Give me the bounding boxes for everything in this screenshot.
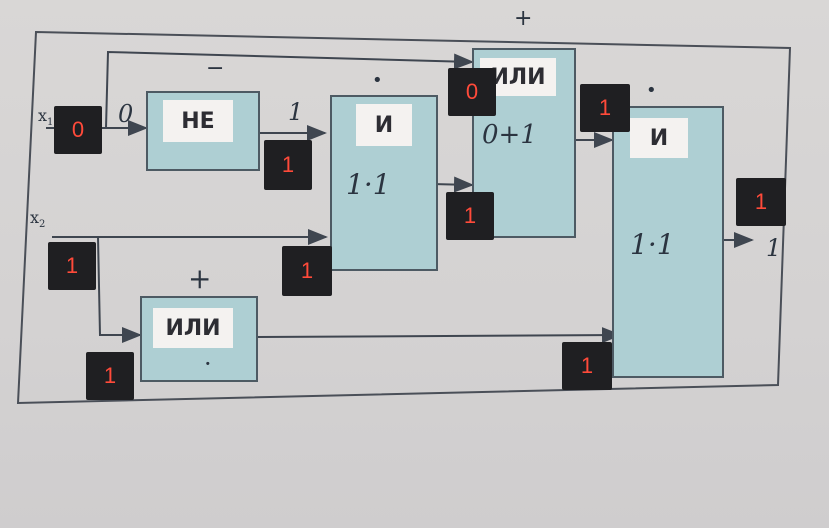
badge-x1: 0	[54, 106, 102, 154]
hand-x1-value: 0	[118, 100, 134, 128]
badge-or-low-in: 1	[86, 352, 134, 400]
wire-x1-branch	[105, 50, 474, 129]
not-operator-mark: −	[206, 56, 225, 81]
and-gate-mid-label: И	[356, 104, 412, 146]
badge-and-final-in0: 1	[580, 84, 630, 132]
badge-and-mid-in: 1	[282, 246, 332, 296]
hand-or-low-mark: +	[188, 262, 212, 295]
badge-or-top-in1: 1	[446, 192, 494, 240]
or-top-operator-mark: +	[514, 6, 533, 31]
hand-or-low-dot: ·	[204, 350, 212, 378]
hand-or-top-expr: 0+1	[482, 120, 537, 150]
badge-and-final-in1: 1	[562, 342, 612, 390]
hand-and-final-expr: 1·1	[630, 228, 675, 261]
x2-label: x2	[30, 208, 46, 231]
badge-x2: 1	[48, 242, 96, 290]
badge-output: 1	[736, 178, 786, 226]
and-final-operator-mark: •	[646, 80, 657, 101]
x1-label: x1	[38, 106, 54, 129]
not-gate-label: НЕ	[163, 100, 233, 142]
hand-output: 1	[766, 234, 782, 262]
wire-and-mid-out	[431, 176, 474, 193]
badge-not-out: 1	[264, 140, 312, 190]
or-gate-low-label: ИЛИ	[153, 308, 233, 348]
wire-or-low-out	[257, 327, 622, 344]
and-gate-final-label: И	[630, 118, 688, 158]
hand-not-out: 1	[288, 98, 304, 126]
badge-or-top-in0: 0	[448, 68, 496, 116]
and-mid-operator-mark: •	[372, 70, 383, 91]
wire-x2-branch	[97, 236, 142, 343]
outer-frame	[16, 30, 792, 405]
hand-and-mid-expr: 1·1	[346, 168, 391, 201]
